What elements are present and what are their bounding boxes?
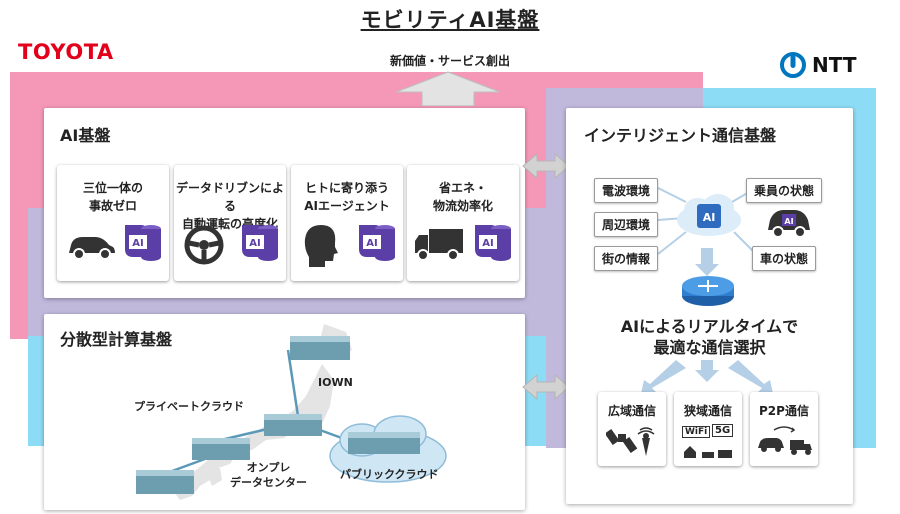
double-arrow-bottom [522,373,570,401]
human-head-icon [304,225,338,267]
vehicle-p2p-icon [758,426,812,455]
comm-option-label: 広域通信 [607,404,656,418]
feature-card-autonomous-driving[interactable]: データドリブンによる 自動運転の高度化 AI [174,165,286,281]
ntt-mark-icon [780,52,806,78]
double-arrow-top [522,152,570,180]
svg-text:AI: AI [249,238,260,249]
server-stack-iown [290,336,350,360]
svg-text:AI: AI [703,211,716,224]
server-network [136,336,447,494]
input-vehicle-state: 車の状態 [752,246,817,271]
page-title: モビリティAI基盤 [360,8,540,32]
public-cloud-label: パブリッククラウド [340,468,439,481]
server-stack-mid [192,438,250,460]
toyota-logo: TOYOTA [18,40,114,64]
feature-label: ヒトに寄り添う AIエージェント [304,181,390,213]
svg-text:AI: AI [366,238,377,249]
comm-option-label: 狭域通信 [683,404,732,418]
ntt-logo: NTT [780,52,856,78]
router-icon [682,276,734,306]
comm-option-p2p[interactable]: P2P通信 [750,392,818,466]
server-stack-private [264,414,322,436]
ai-brain-db-icon: AI [125,225,161,261]
ai-platform-panel: AI基盤 三位一体の 事故ゼロ AI データドリブンによる 自動運転の高度化 [44,108,525,298]
comm-option-label: P2P通信 [759,404,809,418]
input-radio-env: 電波環境 [594,178,659,203]
value-creation-arrow [395,71,501,106]
car-icon [69,237,115,260]
distributed-computing-panel: 分散型計算基盤 [44,314,525,510]
server-stack-onprem [136,470,194,494]
feature-label: 三位一体の 事故ゼロ [82,181,143,213]
comm-option-short-range[interactable]: 狭域通信 WiFi 5G [674,392,742,466]
onprem-datacenter-label: オンプレ データセンター [230,461,307,489]
value-creation-label: 新価値・サービス創出 [389,54,510,68]
public-cloud-shape [329,415,447,483]
input-surroundings: 周辺環境 [594,212,659,237]
feature-label: 省エネ・ 物流効率化 [432,181,493,213]
5g-badge: 5G [712,424,734,437]
satellite-icon [606,427,655,456]
feature-card-ai-agent[interactable]: ヒトに寄り添う AIエージェント AI [291,165,403,281]
svg-text:AI: AI [784,217,793,226]
svg-text:AI: AI [482,238,493,249]
house-car-icon [684,446,732,458]
ai-brain-db-icon: AI [475,225,511,261]
ntt-logo-text: NTT [812,53,857,77]
comm-option-wide-area[interactable]: 広域通信 [598,392,666,466]
private-cloud-label: プライベートクラウド [134,400,244,413]
ai-brain-db-icon: AI [242,225,278,261]
ai-brain-db-icon: AI [359,225,395,261]
comm-connectors [640,187,774,398]
svg-text:AI: AI [132,238,143,249]
truck-icon [415,229,463,261]
feature-card-zero-accidents[interactable]: 三位一体の 事故ゼロ AI [57,165,169,281]
feature-card-logistics[interactable]: 省エネ・ 物流効率化 AI [407,165,519,281]
comm-selection-caption: AIによるリアルタイムで 最適な通信選択 [620,317,799,357]
intelligent-comm-panel: インテリジェント通信基盤 電波環境 周辺環境 街の情報 乗員の状態 車の状態 A… [566,108,853,504]
input-occupant-state: 乗員の状態 [746,178,823,203]
ai-car-icon: AI [768,210,810,238]
ai-platform-title: AI基盤 [60,126,111,145]
input-city-info: 街の情報 [594,246,659,271]
iown-label: IOWN [318,376,353,389]
steering-wheel-icon [184,225,224,265]
distributed-computing-title: 分散型計算基盤 [60,330,173,349]
intelligent-comm-title: インテリジェント通信基盤 [584,126,777,145]
wifi-badge: WiFi [682,426,711,438]
ai-cloud-chip-icon: AI [677,194,741,236]
